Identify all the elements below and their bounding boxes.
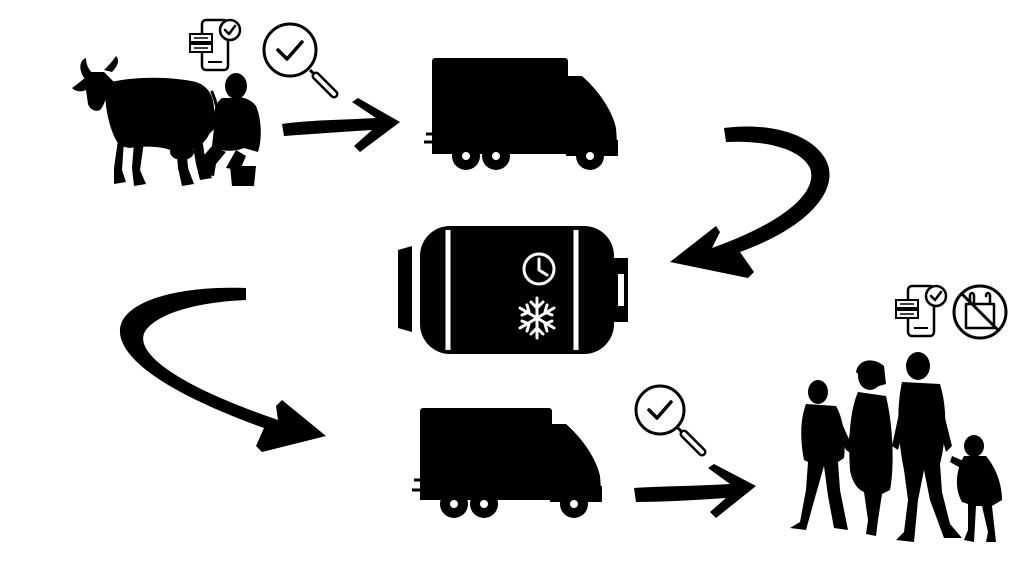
consumers-node xyxy=(790,352,1002,542)
delivery-truck-icon xyxy=(412,408,602,518)
arrow-truck-to-consumers xyxy=(634,464,756,518)
delivery-truck-icon xyxy=(424,58,618,170)
magnifier-check-icon xyxy=(634,384,707,457)
cow-icon xyxy=(72,56,220,186)
arrow-truck-to-tank xyxy=(670,126,830,278)
milk-tank-icon xyxy=(398,226,628,354)
snowflake-icon xyxy=(518,296,556,340)
clock-icon xyxy=(522,252,556,286)
phone-check-icon xyxy=(189,18,242,72)
family-icon xyxy=(790,352,1002,542)
arrow-tank-to-truck xyxy=(119,287,326,452)
phone-check-icon xyxy=(895,284,948,338)
storage-tank-node xyxy=(398,226,628,354)
milk-bucket-icon xyxy=(230,166,256,186)
farmer-milking-icon xyxy=(198,73,261,176)
magnifier-check-icon xyxy=(262,22,339,99)
distribution-truck-node xyxy=(412,408,602,518)
no-plastic-bag-icon xyxy=(952,284,1008,340)
farm-node xyxy=(72,56,261,186)
collection-truck-node xyxy=(424,58,618,170)
arrow-farm-to-truck xyxy=(282,98,400,152)
